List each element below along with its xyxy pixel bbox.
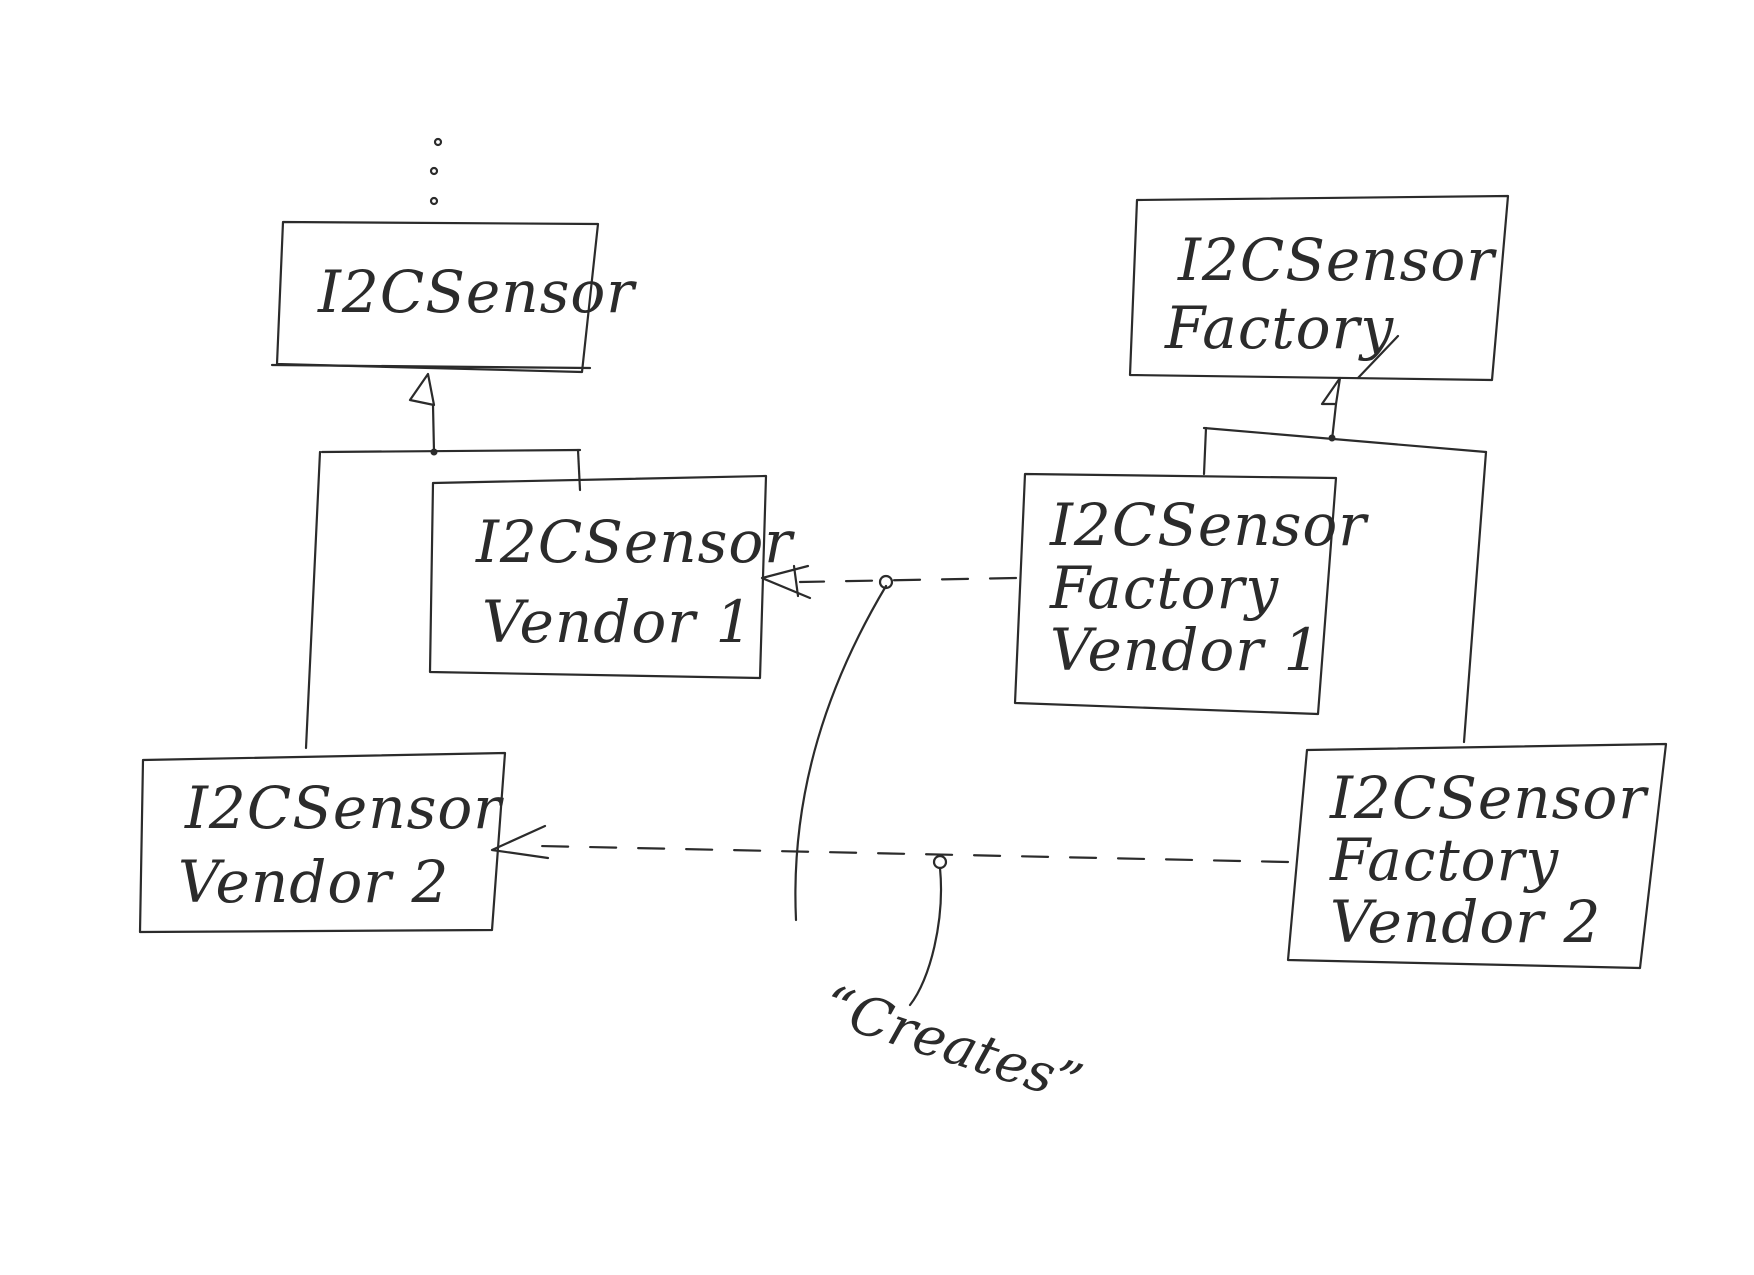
box-i2c-sensor-factory-vendor2: I2CSensor Factory Vendor 2 [1286,742,1668,970]
box-i2c-sensor: I2CSensor [270,220,637,374]
box-i2c-sensor-factory-vendor1: I2CSensor Factory Vendor 1 [1013,472,1369,716]
creates-note: “Creates” [815,973,1089,1116]
dependency-factory-vendor2 [490,824,1290,870]
creates-note-label: “Creates” [815,973,1089,1116]
box-i2c-sensor-factory-vendor2-line2: Factory [1329,826,1559,894]
box-i2c-sensor-vendor1-line2: Vendor 1 [482,588,753,656]
box-i2c-sensor-factory: I2CSensor Factory [1128,194,1510,382]
box-i2c-sensor-factory-vendor1-line1: I2CSensor [1049,491,1369,559]
inheritance-sensor [304,372,582,750]
ellipsis-marks [429,137,443,206]
dependency-factory-vendor1 [760,564,1018,600]
box-i2c-sensor-factory-line2: Factory [1164,294,1394,362]
box-i2c-sensor-vendor2: I2CSensor Vendor 2 [138,751,507,934]
box-i2c-sensor-vendor2-line2: Vendor 2 [178,848,449,916]
box-i2c-sensor-vendor2-line1: I2CSensor [184,774,504,842]
box-i2c-sensor-vendor1: I2CSensor Vendor 1 [428,474,795,680]
box-i2c-sensor-label: I2CSensor [317,258,637,326]
box-i2c-sensor-factory-vendor2-line3: Vendor 2 [1330,888,1601,956]
box-i2c-sensor-factory-vendor2-line1: I2CSensor [1329,764,1649,832]
box-i2c-sensor-vendor1-line1: I2CSensor [475,508,795,576]
box-i2c-sensor-factory-vendor1-line3: Vendor 1 [1050,616,1321,684]
note-leaders [794,584,943,1007]
box-i2c-sensor-factory-line1: I2CSensor [1177,226,1497,294]
box-i2c-sensor-factory-vendor1-line2: Factory [1049,554,1279,622]
inheritance-factory [1202,334,1488,744]
